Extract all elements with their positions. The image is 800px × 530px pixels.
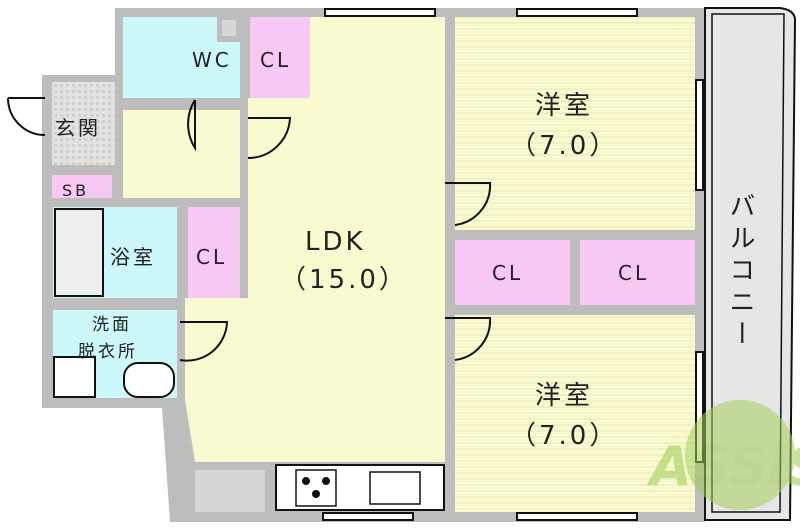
bath-label: 浴室 [110, 245, 156, 269]
ldk-room [185, 17, 445, 462]
western2-label: 洋室 [535, 381, 593, 411]
genkan-label: 玄関 [55, 116, 101, 140]
hall [123, 110, 240, 198]
logo-text: ASSIST [646, 435, 800, 498]
closet-top-label: CL [260, 48, 291, 72]
washroom-label-2: 脱衣所 [78, 342, 138, 362]
washing-machine [53, 356, 96, 398]
assist-logo: ASSIST [646, 400, 800, 510]
bathtub [54, 208, 104, 297]
sb-label: SB [62, 181, 89, 200]
western-room-1 [455, 17, 695, 230]
sb-closet [52, 175, 112, 198]
doors [7, 97, 492, 362]
washbasin [123, 362, 175, 398]
closet-right2-label: CL [618, 261, 649, 285]
western1-size: （7.0） [510, 131, 618, 161]
closet-mid-label: CL [196, 245, 227, 269]
washroom-label-1: 洗面 [92, 315, 132, 335]
western1-label: 洋室 [535, 91, 593, 121]
closet-right1 [455, 240, 570, 305]
wc-label: WC [192, 48, 232, 72]
western-room-2 [455, 315, 695, 512]
balcony-label: バルコニー [725, 192, 755, 352]
ldk-label: LDK [305, 227, 366, 257]
closet-right2 [580, 240, 695, 305]
balcony [704, 7, 797, 521]
stove [295, 469, 337, 507]
western2-size: （7.0） [510, 421, 618, 451]
genkan-floor [52, 82, 115, 165]
closet-right1-label: CL [492, 261, 523, 285]
ldk-size: （15.0） [280, 265, 408, 295]
closet-mid [188, 207, 240, 298]
closet-top [250, 17, 310, 98]
sink [369, 471, 421, 505]
